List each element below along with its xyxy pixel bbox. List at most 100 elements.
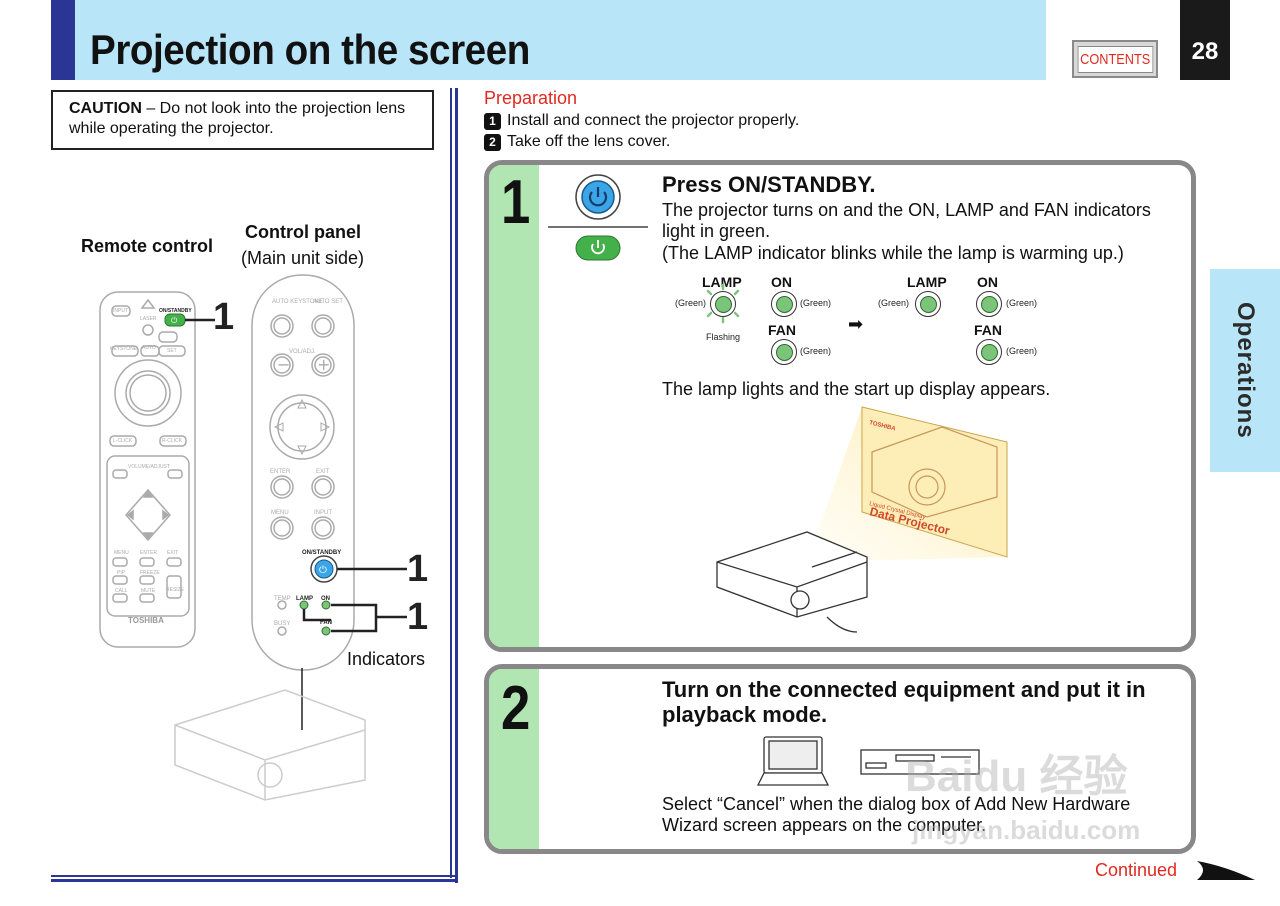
panel-busy-text: BUSY — [274, 621, 290, 627]
remote-call-text: CALL — [115, 588, 128, 594]
remote-auto-text: AUTO — [142, 345, 156, 351]
control-panel-label: Control panel — [245, 222, 361, 242]
step-1-number: 1 — [501, 168, 531, 237]
contents-button[interactable]: CONTENTS — [1072, 40, 1158, 78]
panel-auto-keystone-text: AUTO KEYSTONE — [272, 299, 323, 305]
remote-set-text: SET — [167, 348, 177, 354]
step-2-text: Select “Cancel” when the dialog box of A… — [662, 794, 1131, 835]
remote-volume-text: VOLUME/ADJUST — [128, 464, 170, 470]
step-2-strip — [489, 669, 539, 849]
callout-1-panel: 1 — [407, 548, 429, 590]
remote-rclick-text: R-CLICK — [162, 438, 183, 444]
ind-lamp-label-1: LAMP — [702, 274, 742, 290]
ind-green-3: (Green) — [800, 346, 832, 356]
ind-on-label-2: ON — [977, 274, 998, 290]
projector-startup-illustration: TOSHIBA Liquid Crystal Display Data Proj… — [716, 406, 1008, 633]
prep-step-1: 1 Install and connect the projector prope… — [484, 112, 799, 130]
panel-menu-text: MENU — [271, 510, 289, 516]
ind-lamp-label-2: LAMP — [907, 274, 947, 290]
ind-green-1: (Green) — [675, 298, 707, 308]
watermark-line-1: Baidu 经验 — [905, 752, 1128, 801]
flash-rays-icon — [706, 283, 740, 324]
step-1-text-3: The lamp lights and the start up display… — [662, 379, 1051, 399]
header-band — [75, 0, 1046, 80]
watermark-line-2: jingyan.baidu.com — [912, 815, 1141, 845]
column-divider-thick — [455, 88, 458, 883]
panel-voladj-text: VOL/ADJ. — [289, 349, 316, 355]
step-1-text-2: (The LAMP indicator blinks while the lam… — [662, 243, 1124, 263]
step-2-title: Turn on the connected equipment and put … — [662, 677, 1146, 727]
panel-fan-text: FAN — [320, 620, 332, 626]
callout-1-indicators: 1 — [407, 596, 429, 638]
projector-body — [716, 531, 868, 618]
bottom-rule-thick — [51, 879, 457, 882]
startup-screen — [861, 406, 1008, 558]
continued-link[interactable]: Continued — [1095, 860, 1178, 880]
on-indicator-2 — [976, 291, 1002, 317]
ind-on-label-1: ON — [771, 274, 792, 290]
remote-onstandby-text: ON/STANDBY — [159, 308, 192, 314]
panel-temp-text: TEMP — [274, 596, 291, 602]
lamp-indicator-1 — [710, 291, 736, 317]
panel-input-text: INPUT — [314, 510, 332, 516]
remote-keystone-text: KEYSTONE — [110, 346, 138, 352]
vcr-icon — [860, 749, 980, 775]
panel-lamp-text: LAMP — [296, 596, 313, 602]
ind-fan-label-2: FAN — [974, 322, 1002, 338]
caution-heading: CAUTION — [69, 100, 142, 117]
indicators-label: Indicators — [347, 649, 426, 669]
panel-auto-set-text: AUTO SET — [313, 299, 343, 305]
caution-text: – Do not look into the projection lens w… — [69, 100, 406, 137]
callout-1-remote: 1 — [213, 296, 235, 338]
remote-lclick-text: L-CLICK — [113, 438, 133, 444]
fan-indicator-2 — [976, 339, 1002, 365]
remote-resize-text: RESIZE — [166, 587, 185, 593]
side-tab-operations[interactable]: Operations — [1210, 269, 1280, 472]
column-divider — [450, 88, 452, 878]
step-2-number: 2 — [501, 674, 531, 743]
on-indicator-1 — [771, 291, 797, 317]
ind-flashing: Flashing — [706, 332, 741, 342]
power-buttons-illustration — [548, 174, 648, 261]
equipment-illustration — [756, 736, 980, 786]
ind-green-2: (Green) — [800, 298, 832, 308]
panel-on-text: ON — [321, 596, 330, 602]
arrow-right-icon: ➡ — [848, 314, 864, 335]
panel-minus-text: − — [277, 355, 290, 374]
panel-enter-text: ENTER — [270, 469, 291, 475]
control-panel-sub: (Main unit side) — [241, 248, 365, 268]
prep-step-1-text: Install and connect the projector proper… — [507, 112, 800, 129]
ind-green-5: (Green) — [1006, 298, 1038, 308]
page-title: Projection on the screen — [90, 26, 530, 73]
caution-box: CAUTION – Do not look into the projectio… — [51, 90, 434, 150]
panel-exit-text: EXIT — [316, 469, 330, 475]
ind-green-4: (Green) — [878, 298, 910, 308]
panel-plus-text: + — [317, 355, 330, 374]
step-1-text-1: The projector turns on and the ON, LAMP … — [662, 200, 1151, 241]
remote-pip-text: PIP — [117, 570, 126, 576]
header-stripe — [51, 0, 75, 80]
remote-enter-text: ENTER — [140, 550, 157, 556]
remote-freeze-text: FREEZE — [140, 570, 160, 576]
side-tab-label: Operations — [1232, 302, 1259, 439]
remote-menu-text: MENU — [114, 550, 129, 556]
prep-step-1-number: 1 — [484, 112, 501, 130]
remote-input-text: INPUT — [113, 308, 128, 314]
preparation-title: Preparation — [484, 88, 578, 108]
remote-control-label: Remote control — [81, 236, 214, 256]
remote-brand: TOSHIBA — [128, 616, 164, 625]
continued-arrow-icon[interactable] — [1195, 858, 1257, 884]
page-number: 28 — [1180, 0, 1230, 80]
bottom-rule — [51, 875, 457, 877]
remote-and-panel-illustration: INPUT LASER KEYSTONE AUTO SET L-CLICK R-… — [99, 274, 407, 801]
ind-green-6: (Green) — [1006, 346, 1038, 356]
panel-onstandby-text: ON/STANDBY — [302, 550, 341, 556]
remote-laser-text: LASER — [140, 316, 157, 322]
ind-fan-label-1: FAN — [768, 322, 796, 338]
prep-step-2-number: 2 — [484, 133, 501, 151]
step-2-box: 2 — [484, 664, 1196, 854]
step-1-title: Press ON/STANDBY. — [662, 172, 876, 197]
svg-text:⏻: ⏻ — [319, 565, 327, 576]
svg-text:⏻: ⏻ — [171, 316, 178, 325]
